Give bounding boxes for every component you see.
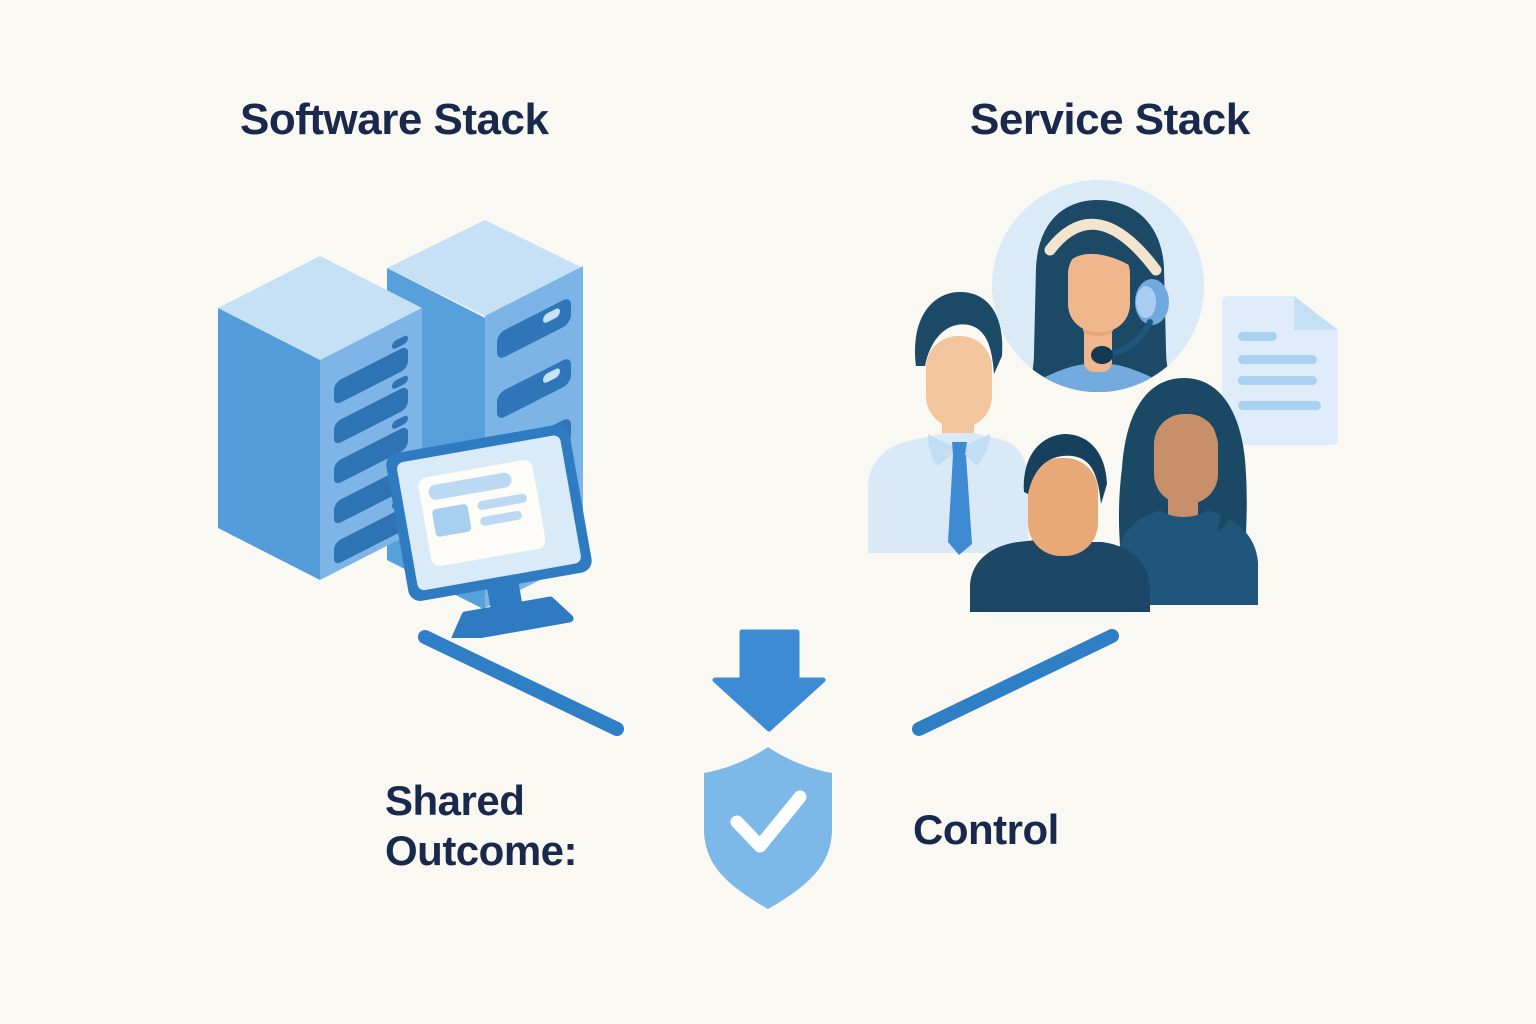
document-icon — [1222, 296, 1338, 445]
server-stack-illustration — [200, 193, 640, 643]
left-connector-line — [418, 630, 624, 736]
checkmark-icon — [730, 790, 807, 853]
person-male-icon — [868, 292, 1028, 555]
monitor-screen-card — [418, 460, 546, 567]
person-female-icon — [1118, 378, 1258, 605]
down-arrow-icon — [712, 629, 826, 732]
person-center-icon — [970, 434, 1150, 612]
control-label: Control — [913, 806, 1059, 853]
headset-icon — [1044, 218, 1162, 276]
shield-check-icon — [695, 742, 841, 914]
service-stack-title: Service Stack — [970, 95, 1250, 144]
shared-outcome-label: Shared Outcome: — [385, 777, 578, 874]
service-team-illustration — [850, 158, 1350, 658]
tie-icon — [952, 442, 967, 455]
monitor-icon — [386, 424, 592, 643]
software-stack-title: Software Stack — [240, 95, 549, 144]
server-tower-icon — [218, 256, 422, 580]
